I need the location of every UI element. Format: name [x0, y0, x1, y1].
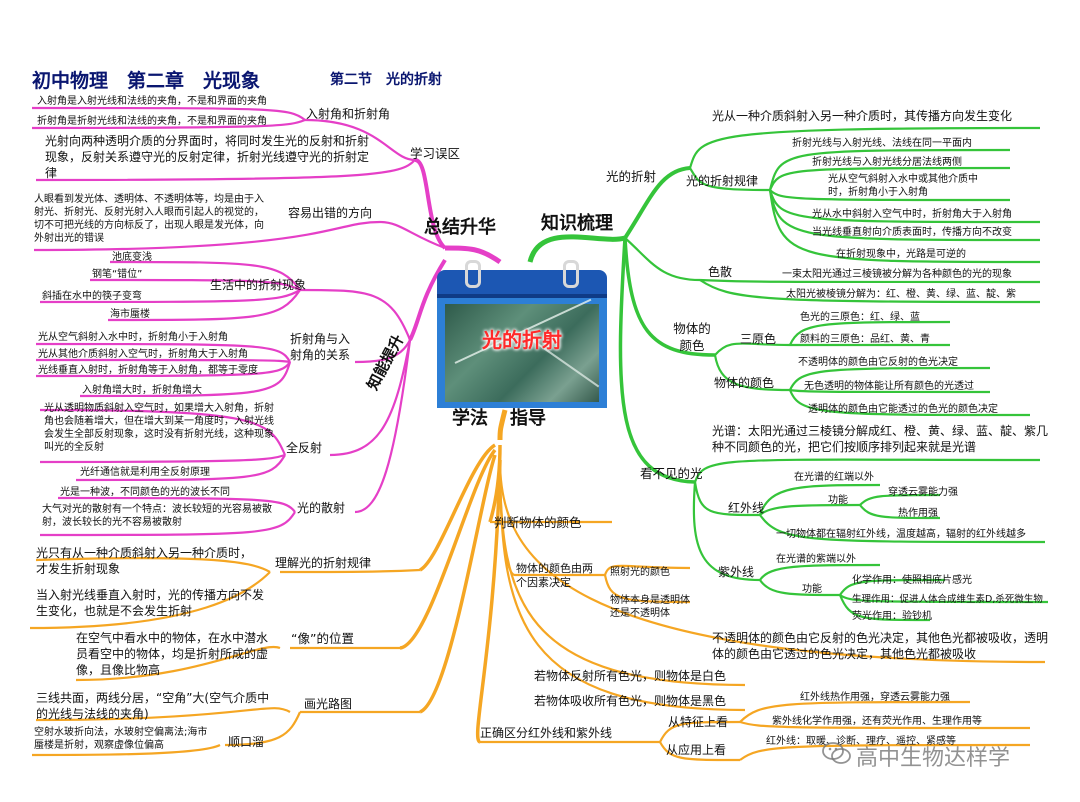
black-rule: 若物体吸收所有色光，则物体是黑色 [534, 693, 726, 710]
page-title: 初中物理 第二章 光现象 [32, 66, 260, 93]
factor-2: 物体本身是透明体还是不透明体 [610, 594, 694, 620]
ir-radiation: 一切物体都在辐射红外线，温度越高，辐射的红外线越多 [776, 528, 1026, 541]
obj-color-item-3: 透明体的颜色由它能透过的色光的颜色决定 [808, 403, 998, 416]
life-item-4: 海市蜃楼 [110, 308, 150, 321]
node-rhyme: 顺口溜 [228, 734, 264, 751]
node-life-refraction: 生活中的折射现象 [210, 277, 306, 294]
feature-2: 紫外线化学作用强，还有荧光作用、生理作用等 [772, 715, 982, 728]
uv-position: 在光谱的紫端以外 [776, 553, 856, 566]
node-judge-color: 判断物体的颜色 [494, 514, 582, 531]
spectrum-definition: 光谱：太阳光通过三棱镜分解成红、橙、黄、绿、蓝、靛、紫几种不同颜色的光，把它们按… [712, 423, 1048, 455]
understand-note-2: 当入射光线垂直入射时，光的传播方向不发生变化，也就是不会发生折射 [36, 587, 264, 619]
branch-method-1: 学法 [452, 408, 488, 430]
obj-color-item-1: 不透明体的颜色由它反射的色光决定 [798, 356, 958, 369]
relation-item-1: 光从空气斜射入水中时，折射角小于入射角 [38, 331, 228, 344]
primary-item-1: 色光的三原色：红、绿、蓝 [800, 311, 920, 324]
law-item-1: 折射光线与入射光线、法线在同一平面内 [792, 137, 972, 150]
node-misconceptions: 学习误区 [410, 145, 460, 162]
uv-function-1: 化学作用：使照相底片感光 [852, 574, 972, 587]
calendar-ring-icon [563, 260, 579, 288]
rhyme-note: 空射水玻折向法，水玻射空偏离法;海市蜃楼是折射，观察虚像位偏高 [34, 726, 216, 752]
law-item-6: 在折射现象中，光路是可逆的 [836, 248, 966, 261]
ir-function: 功能 [828, 494, 848, 507]
node-invisible-light: 看不见的光 [640, 465, 703, 482]
feature-1: 红外线热作用强，穿透云雾能力强 [800, 691, 950, 704]
law-item-2: 折射光线与入射光线分居法线两侧 [812, 156, 962, 169]
page-subtitle: 第二节 光的折射 [330, 69, 442, 89]
watermark-text: 高中生物达样学 [856, 740, 1010, 772]
angle-note-2: 折射角是折射光线和法线的夹角，不是和界面的夹角 [37, 115, 267, 128]
error-note: 人眼看到发光体、透明体、不透明体等，均是由于入射光、折射光、反射光射入人眼而引起… [34, 193, 272, 245]
node-refraction-law: 光的折射规律 [686, 173, 758, 190]
draw-note: 三线共面，两线分居，“空角”大(空气介质中的光线与法线的夹角) [36, 690, 280, 722]
understand-note-1: 光只有从一种介质斜射入另一种介质时，才发生折射现象 [36, 545, 258, 577]
ir-function-2: 热作用强 [898, 507, 938, 520]
branch-method-2: 指导 [510, 408, 546, 430]
node-refraction: 光的折射 [606, 168, 656, 185]
refraction-definition: 光从一种介质斜射入另一种介质时，其传播方向发生变化 [712, 108, 1012, 125]
uv-function: 功能 [802, 583, 822, 596]
node-by-feature: 从特征上看 [668, 714, 728, 731]
law-item-5: 当光线垂直射向介质表面时，传播方向不改变 [812, 226, 1012, 239]
uv-function-2: 生理作用：促进人体合成维生素D,杀死微生物 [852, 593, 1043, 606]
branch-summary: 总结升华 [424, 217, 496, 239]
node-draw-ray: 画光路图 [304, 696, 352, 713]
node-obj-color: 物体的颜色 [714, 375, 774, 392]
node-object-color: 物体的颜色 [668, 320, 716, 354]
dispersion-item-1: 一束太阳光通过三棱镜被分解为各种颜色的光的现象 [782, 268, 1012, 281]
relation-item-2: 光从其他介质斜射入空气时，折射角大于入射角 [38, 348, 248, 361]
calendar-ring-icon [465, 260, 481, 288]
life-item-3: 斜插在水中的筷子变弯 [42, 290, 142, 303]
fiber-note: 光纤通信就是利用全反射原理 [80, 466, 210, 479]
dispersion-item-2: 太阳光被棱镜分解为：红、橙、黄、绿、蓝、靛、紫 [786, 288, 1016, 301]
node-infrared: 红外线 [728, 500, 764, 517]
angle-note-1: 入射角是入射光线和法线的夹角，不是和界面的夹角 [37, 95, 267, 108]
factor-1: 照射光的颜色 [610, 566, 670, 579]
scatter-item-2: 大气对光的散射有一个特点：波长较短的光容易被散射，波长较长的光不容易被散射 [42, 503, 280, 529]
primary-item-2: 颜料的三原色：品红、黄、青 [800, 333, 930, 346]
watermark: 高中生物达样学 [822, 738, 1052, 772]
refraction-photo [445, 304, 599, 402]
node-angle-relation: 折射角与入射角的关系 [290, 331, 360, 363]
node-distinguish-ir-uv: 正确区分红外线和紫外线 [480, 725, 612, 742]
uv-function-3: 荧光作用：验钞机 [852, 610, 932, 623]
image-note: 在空气中看水中的物体，在水中潜水员看空中的物体，均是折射所成的虚像，且像比物高 [76, 630, 270, 678]
scatter-item-1: 光是一种波，不同颜色的光的波长不同 [60, 486, 230, 499]
obj-color-item-2: 无色透明的物体能让所有颜色的光透过 [804, 380, 974, 393]
law-item-3: 光从空气斜射入水中或其他介质中时，折射角小于入射角 [828, 173, 978, 199]
node-scattering: 光的散射 [297, 500, 345, 517]
node-total-reflection: 全反射 [286, 440, 322, 457]
node-understand-law: 理解光的折射规律 [275, 555, 371, 572]
wechat-icon [822, 740, 852, 766]
node-dispersion: 色散 [708, 264, 732, 281]
node-by-application: 从应用上看 [666, 742, 726, 759]
node-image-position: “像”的位置 [291, 630, 354, 647]
calendar-body [437, 298, 607, 408]
center-title: 光的折射 [437, 324, 607, 353]
life-item-2: 钢笔“错位” [92, 268, 142, 281]
total-reflection-note: 光从透明物质斜射入空气时，如果增大入射角，折射角也会随着增大，但在增大到某一角度… [44, 402, 276, 454]
node-primary-colors: 三原色 [740, 331, 776, 348]
calendar-header [437, 270, 607, 298]
knowledge-connectors [530, 128, 1048, 620]
ir-position: 在光谱的红端以外 [794, 471, 874, 484]
center-node: 光的折射 [437, 260, 607, 408]
relation-item-3: 光线垂直入射时，折射角等于入射角，都等于零度 [38, 364, 258, 377]
summary-phenomena: 光射向两种透明介质的分界面时，将同时发生光的反射和折射现象，反射关系遵守光的反射… [45, 133, 375, 181]
relation-item-4: 入射角增大时，折射角增大 [82, 384, 202, 397]
node-ultraviolet: 紫外线 [718, 564, 754, 581]
ir-function-1: 穿透云雾能力强 [888, 486, 958, 499]
node-angles: 入射角和折射角 [306, 106, 390, 123]
color-rule: 不透明体的颜色由它反射的色光决定，其他色光都被吸收，透明体的颜色由它透过的色光决… [712, 630, 1052, 662]
node-two-factors: 物体的颜色由两个因素决定 [516, 562, 600, 590]
node-error-prone: 容易出错的方向 [288, 205, 372, 222]
branch-knowledge: 知识梳理 [541, 213, 613, 235]
life-item-1: 池底变浅 [112, 251, 152, 264]
law-item-4: 光从水中斜射入空气中时，折射角大于入射角 [812, 208, 1012, 221]
white-rule: 若物体反射所有色光，则物体是白色 [534, 668, 726, 685]
